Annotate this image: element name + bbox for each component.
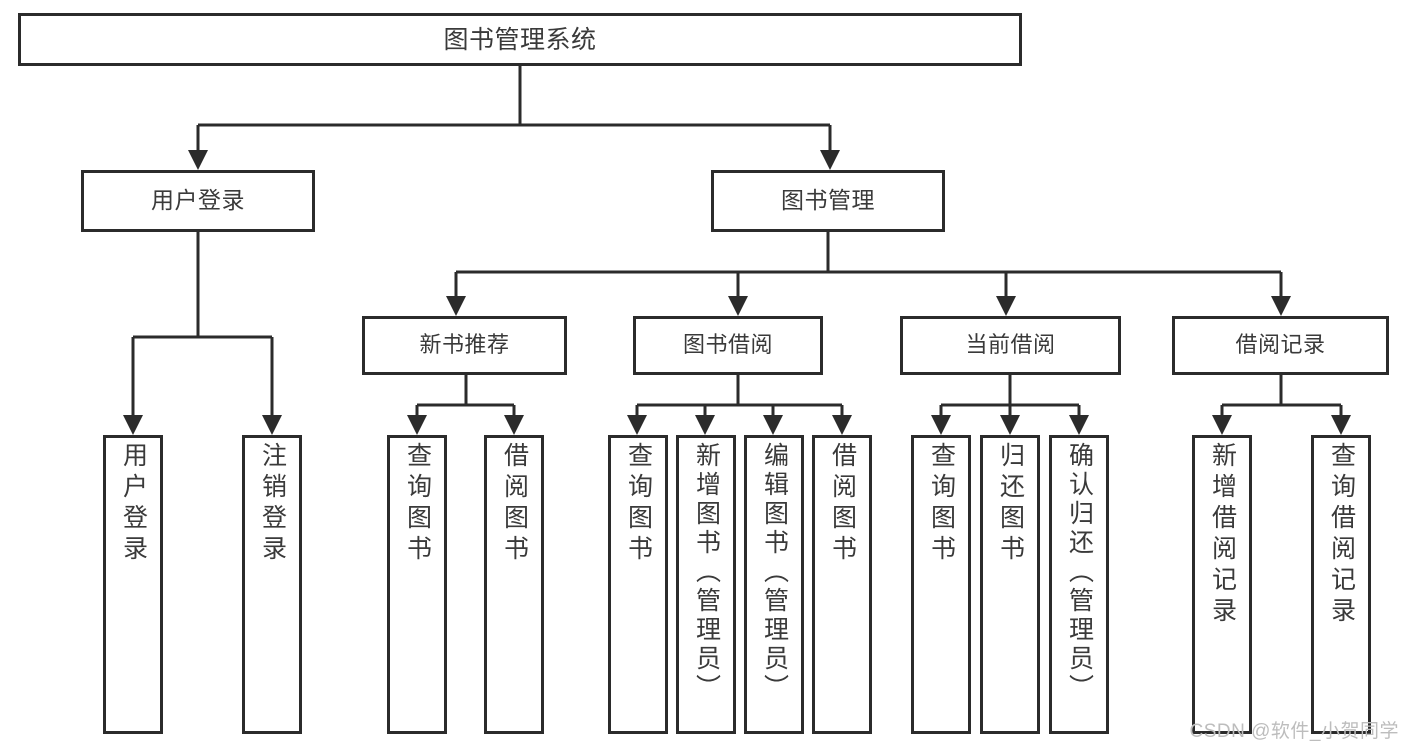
arrow-to-current-borrow (996, 296, 1016, 316)
node-leaf-return-book[interactable]: 归还图书 (980, 435, 1040, 734)
node-leaf-query-book-1-label: 查询图书 (403, 442, 432, 566)
arrow-to-leaf-query-borrow-record (1331, 415, 1351, 435)
arrow-to-leaf-query-book-3 (931, 415, 951, 435)
node-leaf-query-borrow-record[interactable]: 查询借阅记录 (1311, 435, 1371, 734)
node-leaf-logout-login-label: 注销登录 (258, 442, 287, 566)
node-leaf-borrow-book-2[interactable]: 借阅图书 (812, 435, 872, 734)
arrow-to-leaf-query-book-1 (407, 415, 427, 435)
node-user-login-label: 用户登录 (151, 187, 245, 214)
arrow-to-leaf-user-login (123, 415, 143, 435)
arrow-to-leaf-add-book (695, 415, 715, 435)
node-book-borrow[interactable]: 图书借阅 (633, 316, 823, 375)
node-new-book-recommend-label: 新书推荐 (419, 332, 510, 358)
node-leaf-add-book-label: 新增图书（管理员） (692, 442, 721, 703)
node-leaf-add-borrow-record-label: 新增借阅记录 (1208, 442, 1237, 628)
arrow-to-new-book-recommend (446, 296, 466, 316)
arrow-to-leaf-confirm-return (1069, 415, 1089, 435)
node-root[interactable]: 图书管理系统 (18, 13, 1022, 66)
node-leaf-edit-book-label: 编辑图书（管理员） (760, 442, 789, 703)
node-book-management[interactable]: 图书管理 (711, 170, 945, 232)
node-leaf-logout-login[interactable]: 注销登录 (242, 435, 302, 734)
node-leaf-borrow-book-1-label: 借阅图书 (500, 442, 529, 566)
node-borrow-record-label: 借阅记录 (1235, 332, 1326, 358)
node-book-borrow-label: 图书借阅 (682, 332, 773, 358)
node-user-login[interactable]: 用户登录 (81, 170, 315, 232)
node-leaf-add-book[interactable]: 新增图书（管理员） (676, 435, 736, 734)
arrow-to-leaf-add-borrow-record (1212, 415, 1232, 435)
node-leaf-add-borrow-record[interactable]: 新增借阅记录 (1192, 435, 1252, 734)
arrow-to-leaf-return-book (1000, 415, 1020, 435)
arrow-to-leaf-borrow-book-2 (832, 415, 852, 435)
node-leaf-query-book-2[interactable]: 查询图书 (608, 435, 668, 734)
node-book-management-label: 图书管理 (781, 187, 875, 214)
watermark-text: CSDN @软件_小贺同学 (1189, 721, 1399, 742)
arrow-to-leaf-query-book-2 (627, 415, 647, 435)
arrow-to-book-management (820, 150, 840, 170)
arrow-to-borrow-record (1271, 296, 1291, 316)
arrow-to-leaf-logout-login (262, 415, 282, 435)
node-leaf-user-login[interactable]: 用户登录 (103, 435, 163, 734)
arrow-to-book-borrow (728, 296, 748, 316)
node-leaf-confirm-return-label: 确认归还（管理员） (1065, 442, 1094, 703)
node-leaf-borrow-book-1[interactable]: 借阅图书 (484, 435, 544, 734)
arrow-to-leaf-borrow-book-1 (504, 415, 524, 435)
node-leaf-return-book-label: 归还图书 (996, 442, 1025, 566)
node-leaf-edit-book[interactable]: 编辑图书（管理员） (744, 435, 804, 734)
node-leaf-query-book-3-label: 查询图书 (927, 442, 956, 566)
node-leaf-query-book-1[interactable]: 查询图书 (387, 435, 447, 734)
node-current-borrow[interactable]: 当前借阅 (900, 316, 1121, 375)
arrow-to-leaf-edit-book (763, 415, 783, 435)
node-leaf-query-book-2-label: 查询图书 (624, 442, 653, 566)
node-new-book-recommend[interactable]: 新书推荐 (362, 316, 567, 375)
node-root-label: 图书管理系统 (443, 25, 597, 54)
node-leaf-query-borrow-record-label: 查询借阅记录 (1327, 442, 1356, 628)
arrow-to-user-login (188, 150, 208, 170)
node-leaf-borrow-book-2-label: 借阅图书 (828, 442, 857, 566)
node-leaf-confirm-return[interactable]: 确认归还（管理员） (1049, 435, 1109, 734)
node-leaf-query-book-3[interactable]: 查询图书 (911, 435, 971, 734)
node-current-borrow-label: 当前借阅 (965, 332, 1056, 358)
node-borrow-record[interactable]: 借阅记录 (1172, 316, 1389, 375)
node-leaf-user-login-label: 用户登录 (119, 442, 148, 566)
